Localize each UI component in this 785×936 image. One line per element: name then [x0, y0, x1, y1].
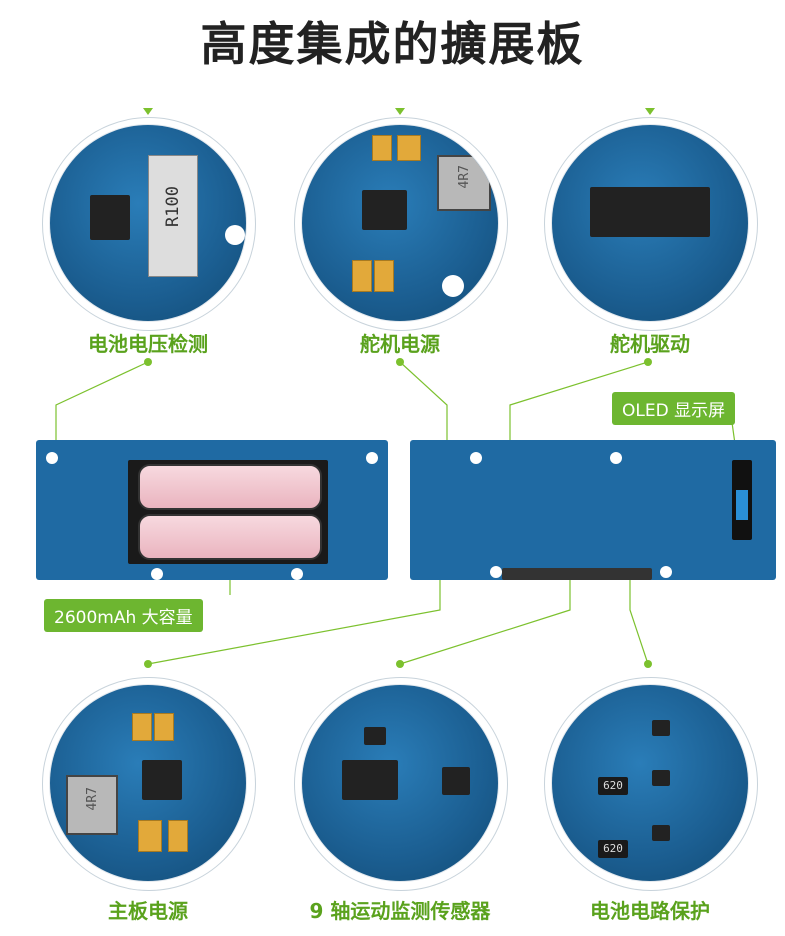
capacitor: [374, 260, 394, 292]
ic-chip: [342, 760, 398, 800]
inductor-marking: 4R7: [456, 165, 472, 189]
label-battery-voltage: 电池电压检测: [88, 332, 208, 356]
shunt-resistor: R100: [148, 155, 198, 277]
transistor: [652, 770, 670, 786]
battery-cell: [138, 464, 322, 510]
resistor-marking: R100: [163, 186, 183, 227]
connector-dot: [144, 358, 152, 366]
mount-hole: [366, 452, 378, 464]
mount-hole: [291, 568, 303, 580]
mount-hole: [470, 452, 482, 464]
connector-dot: [644, 660, 652, 668]
capacitor: [352, 260, 372, 292]
label-imu: 9 轴运动监测传感器: [309, 899, 491, 923]
inductor: 4R7: [66, 775, 118, 835]
transistor: [652, 720, 670, 736]
detail-circle-battery-voltage: R100: [50, 125, 246, 321]
inductor: 4R7: [437, 155, 491, 211]
ring-1: [42, 117, 256, 331]
connector-dot: [396, 660, 404, 668]
ic-chip: [90, 195, 130, 240]
mount-hole: [442, 275, 464, 297]
connector-dot: [396, 358, 404, 366]
label-main-power: 主板电源: [108, 899, 188, 923]
ring-5: [294, 677, 508, 891]
connector-dot: [644, 358, 652, 366]
ring-2: [294, 117, 508, 331]
imu-sensor-chip: [442, 767, 470, 795]
transistor: [364, 727, 386, 745]
capacitor: [154, 713, 174, 741]
servo-driver-ic: [590, 187, 710, 237]
oled-display: [732, 460, 752, 540]
ring-3: [544, 117, 758, 331]
marker-icon: [395, 108, 405, 115]
detail-circle-servo-driver: [552, 125, 748, 321]
ic-chip: [142, 760, 182, 800]
battery-cell: [138, 514, 322, 560]
detail-circle-servo-power: 4R7: [302, 125, 498, 321]
marker-icon: [645, 108, 655, 115]
detail-circle-imu: [302, 685, 498, 881]
tag-oled: OLED 显示屏: [612, 392, 736, 425]
connector-dot: [144, 660, 152, 668]
marker-icon: [143, 108, 153, 115]
detail-circle-main-power: 4R7: [50, 685, 246, 881]
battery-board: [36, 440, 388, 580]
mount-hole: [660, 566, 672, 578]
gpio-header: [502, 568, 652, 580]
capacitor: [132, 713, 152, 741]
inductor-marking: 4R7: [84, 787, 100, 811]
ring-6: [544, 677, 758, 891]
label-servo-driver: 舵机驱动: [610, 332, 690, 356]
ic-chip: [362, 190, 407, 230]
page-title: 高度集成的擴展板: [200, 17, 585, 71]
label-servo-power: 舵机电源: [360, 332, 440, 356]
transistor: [652, 825, 670, 841]
mount-hole: [151, 568, 163, 580]
mount-hole: [46, 452, 58, 464]
tag-capacity: 2600mAh 大容量: [44, 599, 203, 632]
mount-hole: [225, 225, 245, 245]
mount-hole: [610, 452, 622, 464]
detail-circle-battery-protection: 620 620: [552, 685, 748, 881]
ring-4: [42, 677, 256, 891]
resistor-marking: 620: [598, 840, 628, 858]
mount-hole: [490, 566, 502, 578]
capacitor: [138, 820, 162, 852]
capacitor: [397, 135, 421, 161]
main-board: [410, 440, 776, 580]
capacitor: [372, 135, 392, 161]
capacitor: [168, 820, 188, 852]
label-battery-protection: 电池电路保护: [590, 899, 710, 923]
resistor-marking: 620: [598, 777, 628, 795]
oled-screen: [736, 490, 748, 520]
